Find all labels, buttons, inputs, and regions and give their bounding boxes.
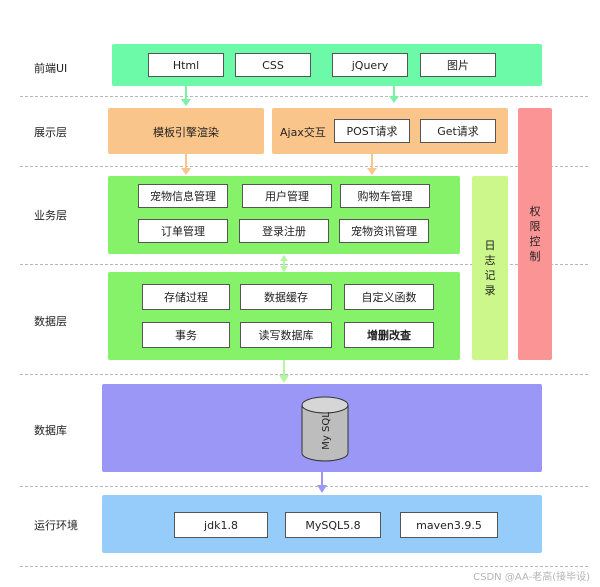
- arrow-database-to-runtime: [317, 472, 327, 493]
- frontend-item-image: 图片: [420, 53, 496, 77]
- ajax-label: Ajax交互: [280, 126, 326, 139]
- runtime-item-jdk: jdk1.8: [174, 512, 268, 538]
- data-item-custom-function: 自定义函数: [344, 284, 434, 310]
- frontend-item-css: CSS: [235, 53, 311, 77]
- log-label-char: 录: [484, 284, 496, 297]
- separator: [20, 374, 588, 375]
- permission-label-char: 控: [529, 235, 541, 248]
- data-item-cache: 数据缓存: [240, 284, 332, 310]
- business-item-cart: 购物车管理: [340, 184, 430, 208]
- layer-label-data: 数据层: [34, 315, 67, 328]
- separator: [20, 166, 588, 167]
- business-item-order: 订单管理: [138, 219, 228, 243]
- ajax-item-get: Get请求: [420, 119, 496, 143]
- database-cylinder-top: [301, 396, 349, 414]
- arrow-data-to-database: [279, 360, 289, 383]
- runtime-item-maven: maven3.9.5: [400, 512, 498, 538]
- business-item-login: 登录注册: [239, 219, 329, 243]
- log-panel: 日志记录: [472, 176, 508, 360]
- log-label-char: 日: [484, 239, 496, 252]
- ajax-item-post: POST请求: [334, 119, 410, 143]
- permission-panel: 权限控制: [518, 108, 552, 360]
- arrow-frontend-to-template: [181, 86, 191, 106]
- data-item-transaction: 事务: [142, 322, 230, 348]
- data-item-crud: 增删改查: [344, 322, 434, 348]
- separator: [20, 486, 588, 487]
- runtime-panel: jdk1.8 MySQL5.8 maven3.9.5: [102, 495, 542, 553]
- business-panel: 宠物信息管理 用户管理 购物车管理 订单管理 登录注册 宠物资讯管理: [108, 176, 460, 254]
- template-render-label: 模板引擎渲染: [153, 126, 219, 139]
- ajax-panel: Ajax交互 POST请求 Get请求: [272, 108, 508, 154]
- business-item-pet-info: 宠物信息管理: [138, 184, 228, 208]
- separator: [20, 96, 588, 97]
- database-cylinder-icon: My SQL: [301, 396, 349, 462]
- database-name: My SQL: [321, 412, 332, 450]
- log-label: 日志记录: [472, 176, 508, 360]
- data-item-read-write-db: 读写数据库: [240, 322, 332, 348]
- frontend-item-html: Html: [148, 53, 224, 77]
- permission-label-char: 限: [529, 220, 541, 233]
- business-item-pet-news: 宠物资讯管理: [339, 219, 429, 243]
- permission-label: 权限控制: [518, 108, 552, 360]
- layer-label-presentation: 展示层: [34, 126, 67, 139]
- arrow-ajax-to-business: [367, 154, 377, 175]
- arrow-frontend-to-ajax: [389, 86, 399, 103]
- data-layer-panel: 存储过程 数据缓存 自定义函数 事务 读写数据库 增删改查: [108, 272, 460, 360]
- business-item-user: 用户管理: [242, 184, 332, 208]
- database-cylinder-body: [301, 404, 349, 462]
- template-render-panel: 模板引擎渲染: [108, 108, 264, 154]
- log-label-char: 记: [484, 269, 496, 282]
- data-item-stored-procedure: 存储过程: [142, 284, 230, 310]
- layer-label-frontend: 前端UI: [34, 62, 68, 75]
- arrow-business-data: [280, 255, 288, 272]
- database-panel: My SQL: [102, 384, 542, 472]
- permission-label-char: 权: [529, 205, 541, 218]
- layer-label-database: 数据库: [34, 424, 67, 437]
- layer-label-runtime: 运行环境: [34, 519, 78, 532]
- separator: [20, 566, 588, 567]
- watermark: CSDN @AA-老高(接毕设): [473, 572, 590, 583]
- permission-label-char: 制: [529, 250, 541, 263]
- layer-label-business: 业务层: [34, 209, 67, 222]
- frontend-item-jquery: jQuery: [332, 53, 408, 77]
- log-label-char: 志: [484, 254, 496, 267]
- runtime-item-mysql: MySQL5.8: [285, 512, 381, 538]
- frontend-panel: Html CSS jQuery 图片: [112, 44, 542, 86]
- arrow-template-to-business: [181, 154, 191, 175]
- separator: [20, 264, 588, 265]
